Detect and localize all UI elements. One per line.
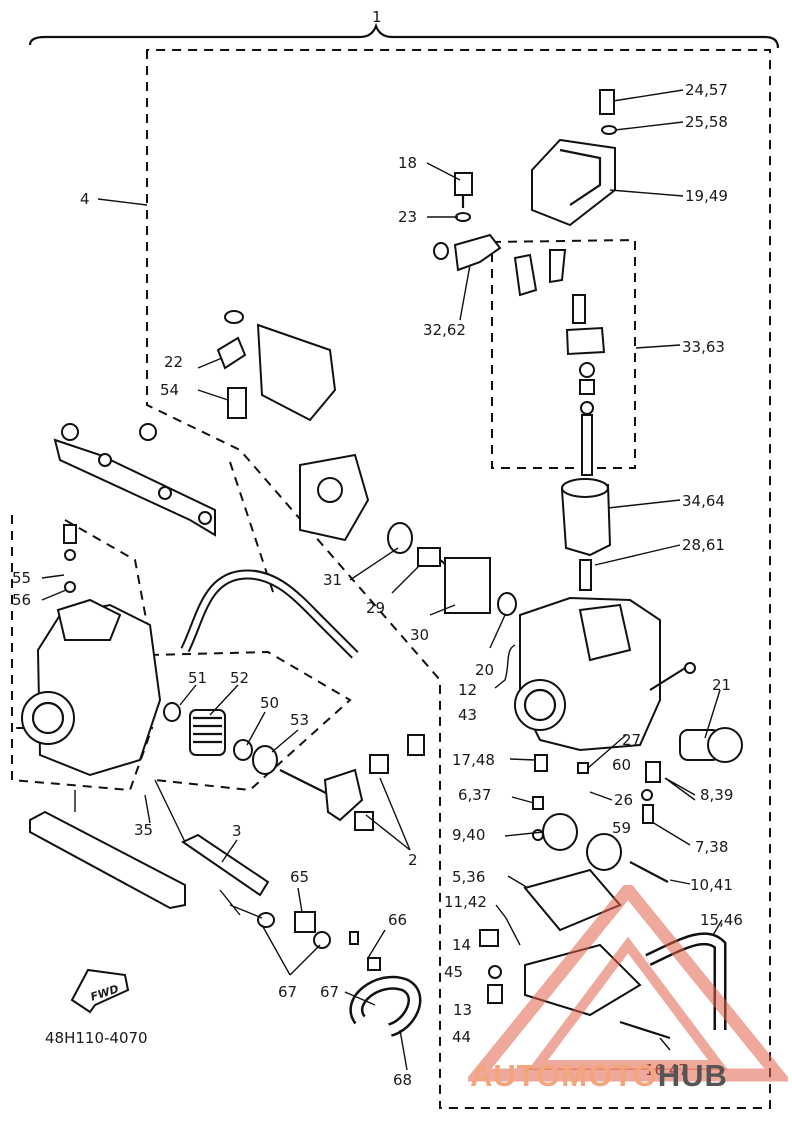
callout-25-58: 25,58 [685,113,728,131]
callout-11-42: 11,42 [444,893,487,911]
callout-7-38: 7,38 [695,838,728,856]
callout-59: 59 [612,819,631,837]
callout-4: 4 [80,190,90,208]
callout-56: 56 [12,591,31,609]
callout-67-b: 67 [320,983,339,1001]
left-carb-boundary [11,515,154,792]
callout-67-a: 67 [278,983,297,1001]
callout-45: 45 [444,963,463,981]
callout-29: 29 [366,599,385,617]
hose-15-inner [646,934,724,1030]
callout-34-64: 34,64 [682,492,725,510]
callout-66: 66 [388,911,407,929]
watermark-text: AUTOMOTOHUB [470,1058,728,1094]
top-brace [28,22,780,49]
main-assembly-boundary [146,49,771,1109]
callout-53: 53 [290,711,309,729]
callout-19-49: 19,49 [685,187,728,205]
callout-5-36: 5,36 [452,868,485,886]
callout-8-39: 8,39 [700,786,733,804]
callout-14: 14 [452,936,471,954]
mounting-plate-part [53,423,216,537]
callout-31: 31 [323,571,342,589]
callout-3: 3 [232,822,242,840]
screw-18-part [454,172,473,222]
watermark-logo-icon [468,885,788,1082]
callout-44: 44 [452,1028,471,1046]
throttle-pulley-part [299,453,517,616]
callout-23: 23 [398,208,417,226]
watermark-text-part1: AUTOMOTO [470,1058,658,1093]
callout-65: 65 [290,868,309,886]
callout-17-48: 17,48 [452,751,495,769]
callout-22: 22 [164,353,183,371]
left-carburetor-body [21,524,162,777]
callout-28-61: 28,61 [682,536,725,554]
callout-30: 30 [410,626,429,644]
callout-33-63: 33,63 [682,338,725,356]
callout-13: 13 [453,1001,472,1019]
drain-screw-part [619,1020,671,1040]
ref-top: 1 [372,8,382,26]
callout-43: 43 [458,706,477,724]
callout-18: 18 [398,154,417,172]
starter-plunger-part [565,294,606,476]
throttle-valve-part [560,478,612,591]
callout-2: 2 [408,851,418,869]
watermark-text-part2: HUB [657,1058,728,1093]
callout-12: 12 [458,681,477,699]
adjust-screws-part [354,734,425,831]
callout-6-37: 6,37 [458,786,491,804]
needle-jet-subassembly-boundary [491,238,636,469]
fittings-part [257,911,381,971]
drawing-code: 48H110-4070 [45,1029,148,1047]
leader-lines [41,89,723,1071]
callout-24-57: 24,57 [685,81,728,99]
fwd-arrow-icon: FWD [70,968,130,1014]
vent-hose-upper-inner [182,571,358,658]
callout-15-46: 15,46 [700,911,743,929]
callout-32-62: 32,62 [423,321,466,339]
callout-21: 21 [712,676,731,694]
top-cover-part [531,89,617,227]
callout-52: 52 [230,669,249,687]
throttle-subassembly-boundary [149,650,352,792]
callout-50: 50 [260,694,279,712]
callout-10-41: 10,41 [690,876,733,894]
callout-9-40: 9,40 [452,826,485,844]
callout-26: 26 [614,791,633,809]
choke-lever-part [433,233,567,297]
base-bar-part [29,810,186,910]
right-carburetor-body [514,596,743,763]
tube-3-part [180,833,270,897]
callout-27: 27 [622,731,641,749]
callout-20: 20 [475,661,494,679]
callout-55: 55 [12,569,31,587]
link-dash-1 [64,519,151,641]
callout-35: 35 [134,821,153,839]
callout-60: 60 [612,756,631,774]
callout-51: 51 [188,669,207,687]
throttle-shaft-spring-part [163,702,364,822]
cable-bracket-part [216,310,337,422]
callout-54: 54 [160,381,179,399]
callout-68: 68 [393,1071,412,1089]
hose-68-inner [352,978,419,1035]
